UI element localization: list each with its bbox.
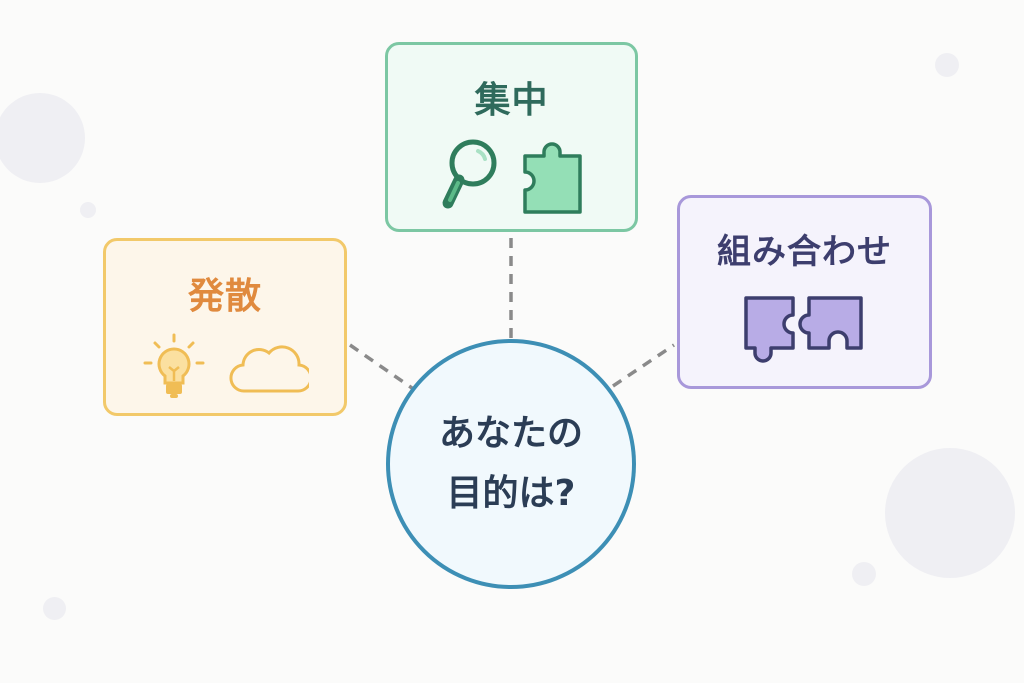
- decor-circle: [935, 53, 959, 77]
- center-line-1: あなたの: [438, 413, 583, 454]
- decor-circle: [0, 93, 85, 183]
- decor-circle: [43, 597, 66, 620]
- cloud-icon: [229, 345, 309, 393]
- node-focus: 集中: [385, 42, 638, 232]
- connector-combine: [612, 343, 675, 388]
- center-line-2: 目的は?: [446, 473, 576, 514]
- magnifier-icon: [442, 139, 496, 209]
- lightbulb-icon: [143, 333, 205, 398]
- decor-circle: [885, 448, 1015, 578]
- puzzle-pieces-icon: [743, 296, 863, 363]
- node-title: 集中: [474, 80, 549, 121]
- center-question: あなたの 目的は?: [386, 339, 636, 589]
- node-combine: 組み合わせ: [677, 195, 932, 389]
- node-diverge: 発散: [103, 238, 347, 416]
- connector-diverge: [349, 343, 413, 390]
- puzzle-piece-icon: [522, 141, 582, 214]
- decor-circle: [80, 202, 96, 218]
- decor-circle: [852, 562, 876, 586]
- node-title: 発散: [187, 276, 262, 317]
- node-title: 組み合わせ: [717, 232, 892, 272]
